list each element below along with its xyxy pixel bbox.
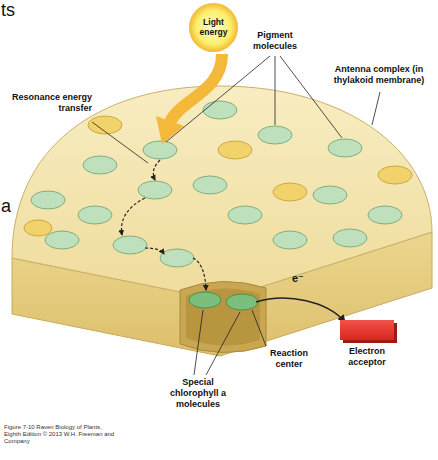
special-chlorophyll bbox=[226, 294, 258, 310]
pigment-green bbox=[203, 101, 237, 119]
pigment-green bbox=[78, 206, 112, 224]
acceptor-label: Electron acceptor bbox=[332, 346, 402, 368]
special-chlorophyll bbox=[189, 292, 221, 308]
pigment-green bbox=[273, 231, 307, 249]
pigment-green bbox=[313, 186, 347, 204]
sun-text-holder: Light energy bbox=[194, 18, 234, 38]
pigment-green bbox=[193, 176, 227, 194]
leader-line bbox=[280, 56, 342, 138]
figure-caption: Figure 7-10 Raven Biology of Plants, Eig… bbox=[4, 424, 116, 446]
transfer-arrow bbox=[193, 258, 206, 290]
electron-label: e⁻ bbox=[292, 272, 314, 285]
pigment-green bbox=[333, 229, 367, 247]
pigment-molecules bbox=[24, 101, 412, 267]
part-label: Reaction center bbox=[258, 348, 320, 370]
part-label: Resonance energy transfer bbox=[8, 92, 92, 114]
pigment-green bbox=[143, 141, 177, 159]
pigment-green bbox=[113, 236, 147, 254]
pigment-yellow bbox=[24, 220, 52, 236]
part-label: Antenna complex (in thylakoid membrane) bbox=[323, 64, 435, 86]
electron-acceptor: Electron acceptor bbox=[332, 320, 402, 368]
part-label: Pigment molecules bbox=[240, 30, 310, 52]
reaction-center-pit-inner bbox=[186, 288, 260, 345]
light-arrow bbox=[170, 54, 222, 122]
sun-disc bbox=[189, 3, 238, 52]
leader-line bbox=[92, 122, 148, 163]
pigment-green bbox=[228, 206, 262, 224]
light-source: Light energy bbox=[188, 2, 239, 53]
pigment-green bbox=[368, 206, 402, 224]
membrane-top bbox=[12, 86, 432, 300]
reaction-center-pit bbox=[180, 281, 266, 352]
transfer-arrow bbox=[121, 198, 145, 235]
pigment-yellow bbox=[273, 183, 307, 201]
part-label: Special chlorophyll a molecules bbox=[158, 377, 238, 409]
pigment-yellow bbox=[218, 141, 252, 159]
leader-line bbox=[206, 312, 240, 375]
leader-line bbox=[194, 310, 203, 375]
pigment-green bbox=[45, 231, 79, 249]
pigment-green bbox=[258, 126, 292, 144]
leader-line bbox=[372, 92, 380, 125]
pigment-green bbox=[31, 191, 65, 209]
electron-arrow bbox=[256, 298, 345, 322]
slide-fragment: a bbox=[1, 196, 13, 218]
pigment-yellow bbox=[378, 166, 412, 184]
leader-line bbox=[275, 56, 276, 125]
transfer-arrow bbox=[153, 160, 160, 180]
leader-lines bbox=[92, 56, 380, 375]
light-arrowhead bbox=[156, 116, 184, 144]
pigment-green bbox=[328, 139, 362, 157]
transfer-arrow bbox=[145, 248, 164, 254]
leader-line bbox=[252, 310, 266, 346]
slide-fragment: ts bbox=[1, 0, 31, 22]
pigment-green bbox=[160, 249, 194, 267]
light-label: Light energy bbox=[194, 18, 234, 38]
pigment-green bbox=[138, 181, 172, 199]
leader-line bbox=[166, 56, 270, 142]
pigment-green bbox=[83, 156, 117, 174]
acceptor-block bbox=[340, 320, 394, 340]
resonance-arrows bbox=[121, 160, 206, 290]
